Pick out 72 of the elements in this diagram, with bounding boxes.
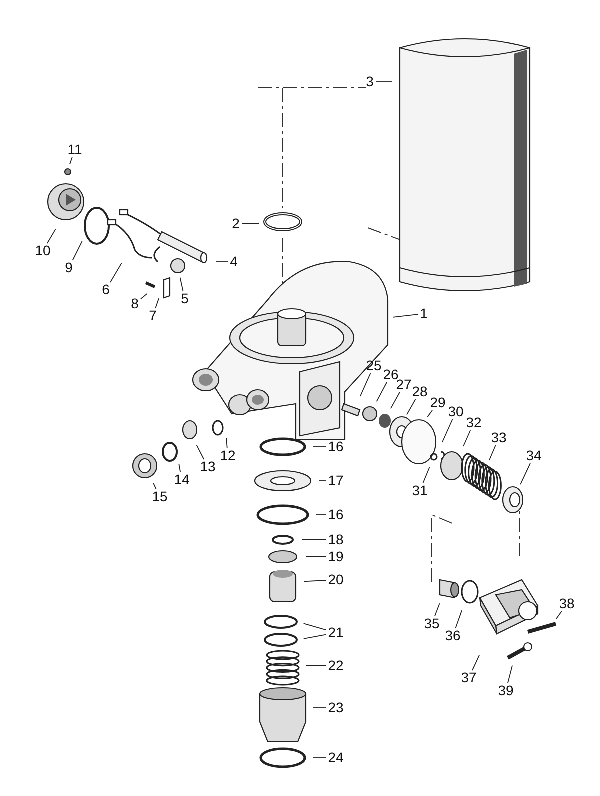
callout-number: 9 <box>64 260 74 276</box>
leader-line <box>303 634 326 640</box>
leader-line <box>110 262 122 283</box>
leader-line <box>360 373 372 397</box>
callout-number: 2 <box>231 216 241 232</box>
leader-line <box>472 654 480 671</box>
callout-number: 20 <box>327 572 345 588</box>
callout-number: 33 <box>490 430 508 446</box>
leader-line <box>178 463 182 473</box>
callout-number: 23 <box>327 700 345 716</box>
leader-line <box>140 293 148 300</box>
callout-number: 10 <box>34 244 52 258</box>
callout-number: 34 <box>525 448 543 464</box>
leader-line <box>442 419 454 443</box>
callout-number: 17 <box>327 474 345 488</box>
leader-line <box>556 611 562 620</box>
callout-number: 21 <box>327 626 345 640</box>
leader-line <box>427 410 433 418</box>
callout-number: 32 <box>465 416 483 430</box>
leader-line <box>72 240 83 261</box>
callout-number: 19 <box>327 550 345 564</box>
leader-line <box>306 556 326 558</box>
callout-number: 1 <box>419 306 429 322</box>
callout-number: 25 <box>365 358 383 374</box>
callout-number: 28 <box>411 384 429 400</box>
callout-number: 35 <box>423 616 441 632</box>
leader-line <box>520 463 531 486</box>
leader-line <box>46 228 56 244</box>
leader-line <box>488 445 496 461</box>
callout-number: 13 <box>199 460 217 474</box>
callout-number: 4 <box>229 254 239 270</box>
callout-number: 39 <box>497 684 515 698</box>
leader-line <box>463 430 472 447</box>
callout-number: 24 <box>327 750 345 766</box>
callout-number: 11 <box>66 142 84 158</box>
callout-number: 14 <box>173 472 191 488</box>
callout-number: 38 <box>558 596 576 612</box>
callout-number: 22 <box>327 658 345 674</box>
callout-number: 7 <box>148 308 158 324</box>
leader-line <box>376 382 388 402</box>
callout-number: 5 <box>180 292 190 306</box>
callout-number: 31 <box>411 484 429 498</box>
callout-number: 12 <box>219 448 237 464</box>
callout-number: 16 <box>327 508 345 522</box>
leader-line <box>303 623 326 631</box>
callout-number: 16 <box>327 440 345 454</box>
leader-line <box>70 157 73 165</box>
leader-line <box>390 392 400 410</box>
callout-number: 18 <box>327 532 345 548</box>
leader-line <box>318 480 326 482</box>
callout-number: 8 <box>130 296 140 312</box>
leader-line <box>226 438 228 449</box>
callout-number: 29 <box>429 396 447 410</box>
leader-line <box>304 580 326 582</box>
leader-line <box>507 665 513 684</box>
callout-number: 3 <box>365 74 375 90</box>
callout-number: 15 <box>151 490 169 504</box>
leader-line <box>434 603 440 617</box>
callout-number: 37 <box>460 670 478 686</box>
leader-line <box>392 314 418 318</box>
leader-line <box>316 514 326 516</box>
leader-line <box>455 610 462 629</box>
leader-line <box>406 399 416 416</box>
callout-number: 6 <box>101 282 111 298</box>
leader-line <box>312 446 326 448</box>
leader-line <box>196 444 205 460</box>
leader-line <box>180 277 184 292</box>
leader-line <box>155 298 160 309</box>
callout-number: 30 <box>447 404 465 420</box>
callout-number: 36 <box>444 628 462 644</box>
leader-line <box>422 467 430 484</box>
leader-line <box>153 482 157 490</box>
